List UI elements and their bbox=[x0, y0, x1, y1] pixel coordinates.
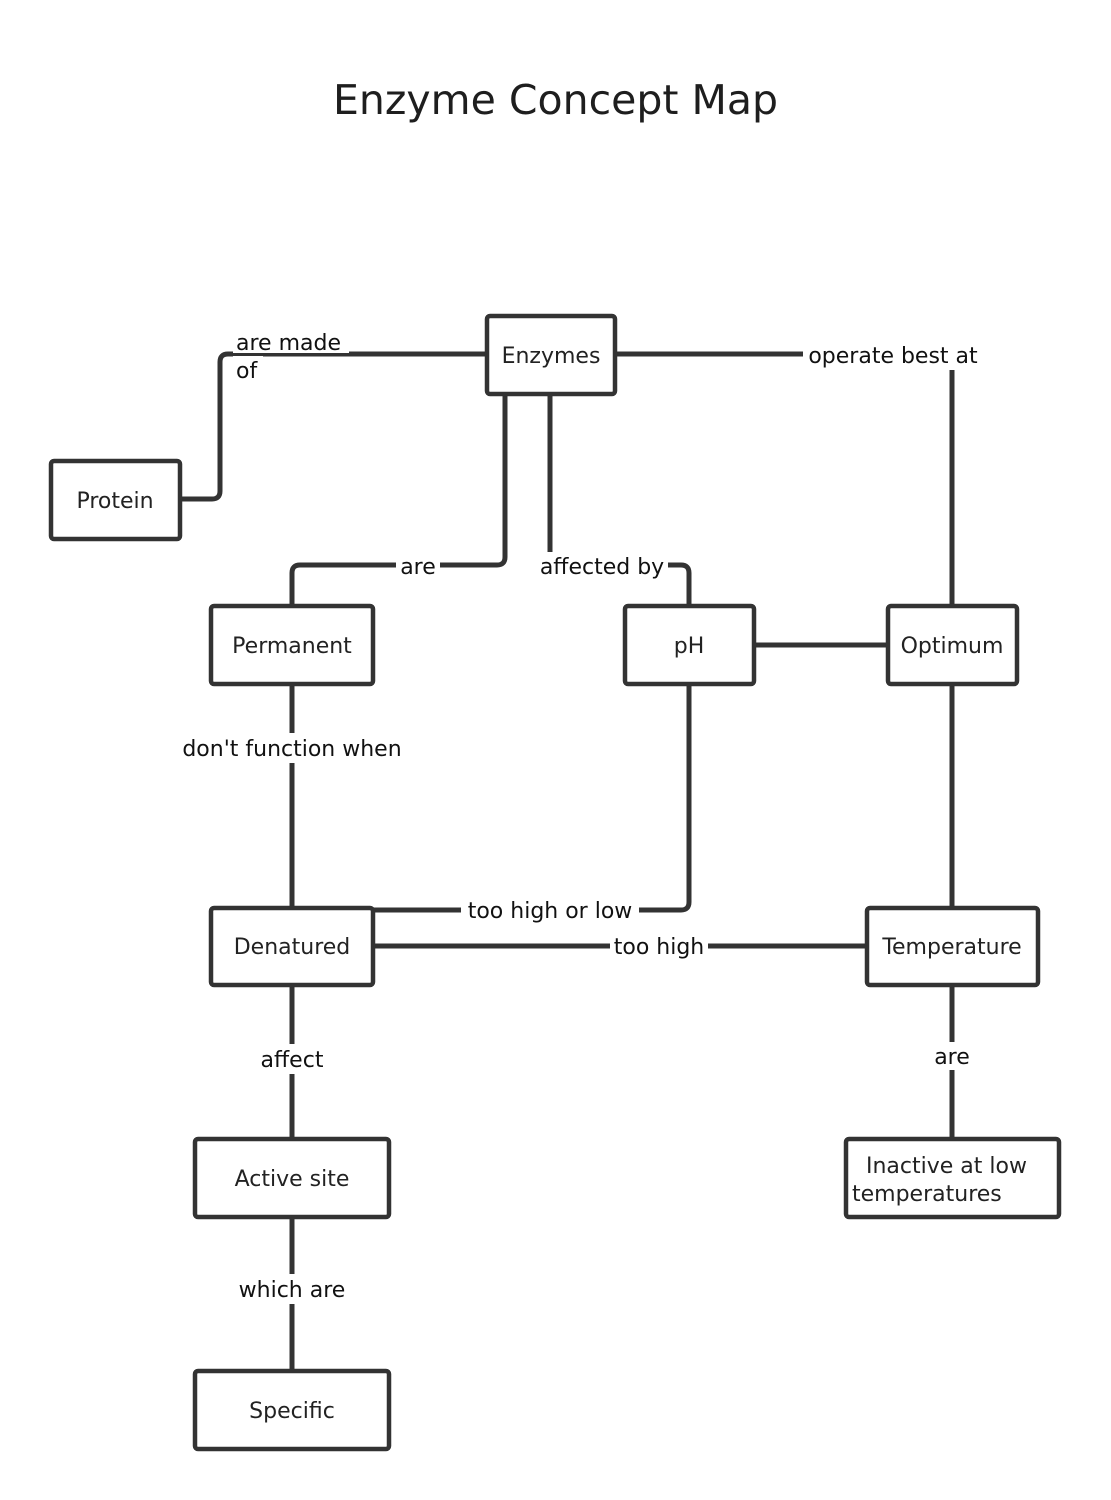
link-too-high: too high bbox=[610, 932, 708, 960]
node-active-site[interactable]: Active site bbox=[192, 1136, 392, 1220]
node-protein[interactable]: Protein bbox=[48, 458, 183, 542]
link-are-permanent: are bbox=[396, 552, 440, 580]
link-affected-by: affected by bbox=[536, 552, 668, 580]
node-label-protein: Protein bbox=[76, 489, 153, 514]
link-label-are-made-of-line2: of bbox=[236, 359, 258, 384]
link-label-operate-best-at: operate best at bbox=[808, 344, 978, 369]
node-temperature[interactable]: Temperature bbox=[864, 905, 1041, 988]
link-operate-best-at: operate best at bbox=[803, 340, 983, 370]
link-label-which-are: which are bbox=[239, 1278, 346, 1303]
link-label-too-high-or-low: too high or low bbox=[468, 899, 633, 924]
edge-labels: are made of operate best at are affected… bbox=[176, 327, 983, 1304]
node-label-specific: Specific bbox=[249, 1399, 335, 1424]
diagram-title: Enzyme Concept Map bbox=[333, 76, 778, 124]
link-too-high-or-low: too high or low bbox=[461, 896, 639, 924]
link-label-affect: affect bbox=[261, 1048, 324, 1073]
link-label-affected-by: affected by bbox=[540, 555, 664, 580]
link-are-made-of: are made of bbox=[233, 327, 349, 384]
node-enzymes[interactable]: Enzymes bbox=[484, 313, 618, 397]
node-denatured[interactable]: Denatured bbox=[208, 905, 376, 988]
node-ph[interactable]: pH bbox=[622, 603, 757, 687]
node-label-temperature: Temperature bbox=[881, 935, 1021, 960]
node-label-denatured: Denatured bbox=[234, 935, 351, 960]
link-label-too-high: too high bbox=[614, 935, 705, 960]
node-label-inactive-line2: temperatures bbox=[852, 1182, 1002, 1207]
node-label-enzymes: Enzymes bbox=[502, 344, 601, 369]
node-optimum[interactable]: Optimum bbox=[885, 603, 1020, 687]
nodes: Enzymes Protein Permanent pH Optimum Den… bbox=[48, 313, 1062, 1452]
link-affect: affect bbox=[256, 1044, 328, 1074]
node-label-optimum: Optimum bbox=[901, 634, 1004, 659]
node-label-permanent: Permanent bbox=[232, 634, 352, 659]
connector-enzymes-ph bbox=[547, 391, 692, 609]
connector-ph-denatured bbox=[370, 681, 692, 913]
link-label-are-permanent: are bbox=[400, 555, 436, 580]
node-permanent[interactable]: Permanent bbox=[208, 603, 376, 687]
link-label-are-inactive: are bbox=[934, 1045, 970, 1070]
node-label-ph: pH bbox=[674, 634, 705, 659]
link-dont-function-when: don't function when bbox=[176, 733, 408, 763]
connector-enzymes-protein bbox=[177, 351, 490, 502]
node-label-inactive-line1: Inactive at low bbox=[866, 1154, 1027, 1179]
node-label-active-site: Active site bbox=[235, 1167, 350, 1192]
link-are-inactive: are bbox=[930, 1042, 974, 1070]
link-which-are: which are bbox=[232, 1274, 352, 1304]
node-specific[interactable]: Specific bbox=[192, 1368, 392, 1452]
link-label-dont-function-when: don't function when bbox=[182, 737, 401, 762]
node-inactive-at-low-temperatures[interactable]: Inactive at low temperatures bbox=[843, 1136, 1062, 1220]
link-label-are-made-of-line1: are made bbox=[236, 331, 341, 356]
